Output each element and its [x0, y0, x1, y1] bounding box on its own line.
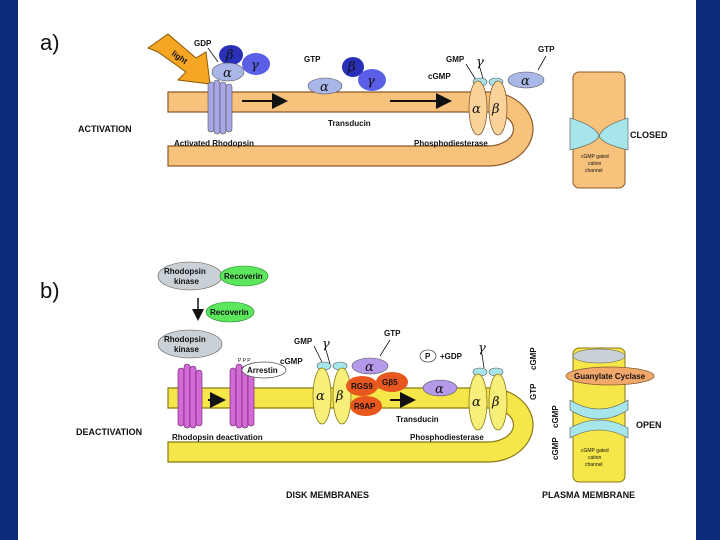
rhodopsin-kinase-recoverin-top: Rhodopsin kinase Recoverin [157, 261, 269, 291]
svg-text:cation: cation [588, 161, 602, 167]
svg-text:GTP: GTP [538, 45, 555, 54]
transducin-alpha-b: α [422, 379, 458, 397]
phosphate-gdp: P +GDP [419, 349, 463, 363]
svg-text:α: α [521, 74, 530, 89]
svg-text:GMP: GMP [446, 55, 465, 64]
svg-text:cGMP: cGMP [280, 357, 303, 366]
activated-rhodopsin [207, 79, 233, 135]
svg-text:γ: γ [367, 74, 375, 89]
svg-text:RGS9: RGS9 [351, 382, 373, 391]
plasma-membrane-label: PLASMA MEMBRANE [542, 490, 635, 500]
svg-text:γ: γ [478, 341, 486, 356]
svg-text:P P P: P P P [238, 358, 251, 364]
svg-text:β: β [225, 48, 234, 63]
svg-text:cGMP gated: cGMP gated [581, 154, 609, 160]
svg-text:cation: cation [588, 455, 602, 461]
svg-text:Guanylate Cyclase: Guanylate Cyclase [574, 372, 646, 381]
disk-membrane-b [167, 387, 534, 463]
panel-a-label: a) [40, 30, 60, 55]
svg-text:α: α [320, 80, 329, 95]
svg-text:channel: channel [585, 168, 603, 174]
cgmp-vertical-low: cGMP [551, 437, 560, 460]
svg-text:β: β [491, 102, 500, 117]
beta-gamma-a: β γ [342, 57, 386, 91]
cgmp-channel-closed: cGMP gated cation channel [569, 71, 629, 189]
rhodopsin-b-right [229, 363, 255, 429]
svg-text:GTP: GTP [384, 329, 401, 338]
rhodopsin-deactivation-label: Rhodopsin deactivation [172, 433, 263, 442]
phototransduction-diagram: a) light GDP β γ α GTP α β γ [40, 30, 668, 500]
deactivation-label: DEACTIVATION [76, 427, 142, 437]
svg-text:channel: channel [585, 462, 603, 468]
rhodopsin-kinase-mid: Rhodopsin kinase [157, 329, 223, 359]
transducin-label-b: Transducin [396, 415, 439, 424]
svg-text:kinase: kinase [174, 277, 199, 286]
svg-text:α: α [316, 389, 325, 404]
svg-text:cGMP: cGMP [428, 72, 451, 81]
recoverin-mid: Recoverin [205, 301, 255, 323]
svg-text:P: P [425, 352, 431, 361]
gtp-alpha-right-a: GTP α [507, 45, 555, 89]
phosphodiesterase-label-a: Phosphodiesterase [414, 139, 488, 148]
svg-text:β: β [347, 60, 356, 75]
phosphodiesterase-b-right: γ α β [468, 341, 508, 431]
svg-text:α: α [472, 395, 481, 410]
svg-text:β: β [491, 395, 500, 410]
svg-text:R9AP: R9AP [354, 402, 376, 411]
rhodopsin-b-left [177, 363, 203, 429]
slide-frame: a) light GDP β γ α GTP α β γ [18, 0, 696, 540]
cgmp-vertical-mid: cGMP [551, 405, 560, 428]
guanylate-cyclase: Guanylate Cyclase [565, 366, 655, 386]
open-label: OPEN [636, 420, 662, 430]
rgs9-complex: GTP α RGS9 Gβ5 R9AP [346, 329, 408, 416]
svg-text:cGMP gated: cGMP gated [581, 448, 609, 454]
light-arrow: light [146, 33, 211, 85]
svg-text:+GDP: +GDP [440, 352, 463, 361]
svg-text:GTP: GTP [304, 55, 321, 64]
svg-text:α: α [472, 102, 481, 117]
gtp-vertical-label: GTP [529, 383, 538, 400]
svg-text:Rhodopsin: Rhodopsin [164, 335, 206, 344]
phosphodiesterase-a: GMP γ cGMP α β [428, 55, 508, 136]
cgmp-vertical-top: cGMP [529, 347, 538, 370]
svg-text:Gβ5: Gβ5 [382, 378, 398, 387]
phosphodiesterase-label-b: Phosphodiesterase [410, 433, 484, 442]
arrestin: P P P Arrestin [238, 358, 287, 379]
svg-text:Recoverin: Recoverin [224, 272, 263, 281]
svg-text:α: α [223, 66, 232, 81]
transducin-label-a: Transducin [328, 119, 371, 128]
activated-rhodopsin-label: Activated Rhodopsin [174, 139, 254, 148]
phosphodiesterase-b-left: GMP γ cGMP α β [280, 337, 352, 425]
disk-membrane-a [167, 91, 534, 167]
svg-text:γ: γ [322, 337, 330, 352]
closed-label: CLOSED [630, 130, 668, 140]
transducin-alpha-a: GTP α [304, 55, 343, 95]
svg-text:α: α [365, 360, 374, 375]
svg-text:kinase: kinase [174, 345, 199, 354]
svg-text:Rhodopsin: Rhodopsin [164, 267, 206, 276]
svg-text:Recoverin: Recoverin [210, 308, 249, 317]
g-protein-complex-a: GDP β γ α [194, 39, 270, 82]
svg-text:γ: γ [476, 55, 484, 70]
svg-text:GDP: GDP [194, 39, 212, 48]
activation-label: ACTIVATION [78, 124, 132, 134]
svg-text:α: α [435, 382, 444, 397]
svg-text:GMP: GMP [294, 337, 313, 346]
svg-text:β: β [335, 389, 344, 404]
svg-text:γ: γ [251, 58, 259, 73]
panel-b-label: b) [40, 278, 60, 303]
svg-text:Arrestin: Arrestin [247, 366, 278, 375]
disk-membranes-label: DISK MEMBRANES [286, 490, 369, 500]
